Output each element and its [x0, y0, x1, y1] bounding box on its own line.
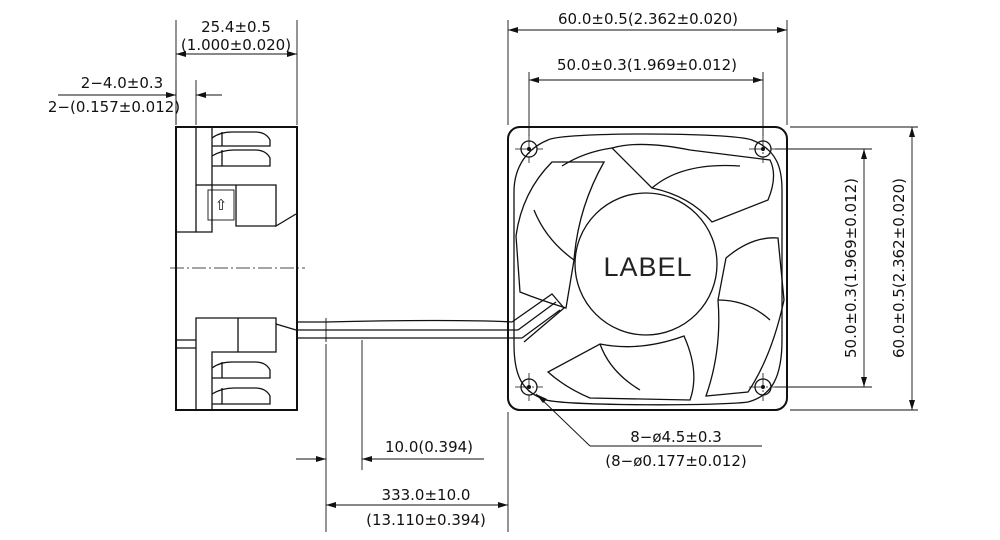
wire-strip-text: 10.0(0.394) [385, 438, 473, 456]
hole-spacing-h-text: 50.0±0.3(1.969±0.012) [557, 56, 737, 74]
lead-length-value: 333.0±10.0 [382, 486, 471, 504]
lead-length-inch: (13.110±0.394) [366, 511, 486, 529]
mount-tab-value: 2−4.0±0.3 [81, 74, 163, 92]
depth-inch: (1.000±0.020) [181, 36, 291, 54]
holes-callout: 8−ø4.5±0.3 (8−ø0.177±0.012) [535, 393, 762, 470]
overall-height-text: 60.0±0.5(2.362±0.020) [890, 178, 908, 358]
fan-hub [574, 192, 718, 336]
hub-label: LABEL [603, 252, 692, 282]
overall-width-text: 60.0±0.5(2.362±0.020) [558, 10, 738, 28]
side-view: ⇧ [170, 126, 327, 411]
holes-value: 8−ø4.5±0.3 [630, 428, 722, 446]
lead-length-dimension: 333.0±10.0 (13.110±0.394) [326, 412, 509, 532]
wire-strip-dimension: 10.0(0.394) [296, 340, 484, 532]
hole-spacing-h-dimension: 50.0±0.3(1.969±0.012) [528, 56, 764, 136]
hole-spacing-v-text: 50.0±0.3(1.969±0.012) [842, 178, 860, 358]
holes-inch: (8−ø0.177±0.012) [605, 452, 746, 470]
hole-spacing-v-dimension: 50.0±0.3(1.969±0.012) [775, 148, 872, 388]
overall-width-dimension: 60.0±0.5(2.362±0.020) [507, 10, 788, 125]
depth-value: 25.4±0.5 [201, 18, 271, 36]
airflow-arrow-icon: ⇧ [215, 196, 228, 214]
mount-tab-inch: 2−(0.157±0.012) [48, 98, 180, 116]
depth-dimension: 25.4±0.5 (1.000±0.020) [175, 18, 298, 125]
fan-blades [515, 143, 785, 401]
overall-height-dimension: 60.0±0.5(2.362±0.020) [790, 126, 918, 411]
mount-tab-dimension: 2−4.0±0.3 2−(0.157±0.012) [48, 74, 222, 125]
front-view: LABEL [325, 126, 788, 411]
mounting-holes [515, 135, 777, 401]
